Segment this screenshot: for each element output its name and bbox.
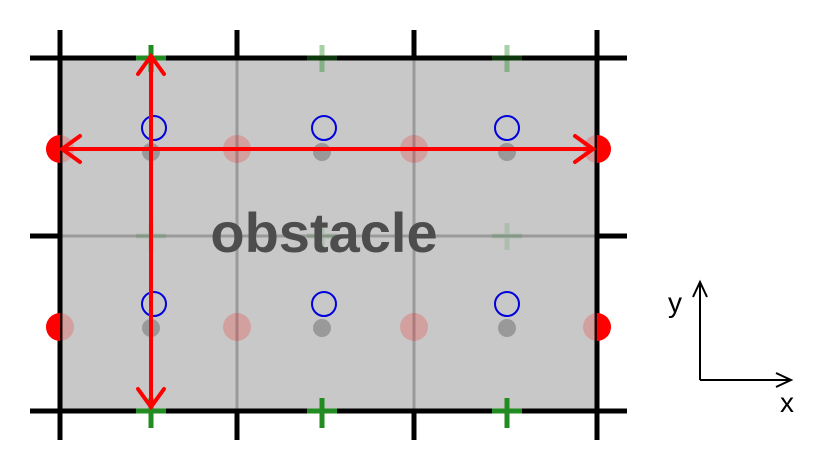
plus-marker-icon [492,223,522,250]
plus-marker-icon [307,45,337,72]
arrow-icon [58,134,597,164]
plus-marker-icon [492,45,522,72]
circle-marker-icon [141,115,167,141]
extent-arrows [58,52,597,411]
cell-center-markers [141,115,520,317]
x-arrowhead-icon [775,372,794,388]
plus-marker-icon [492,398,522,428]
circle-marker-icon [494,115,520,141]
dot-marker-icon [400,313,428,341]
circle-marker-icon [141,291,167,317]
circle-marker-icon [311,291,337,317]
arrow-icon [136,52,166,411]
dot-marker-icon [583,313,611,341]
dot-marker-icon [313,143,331,161]
circle-marker-icon [494,291,520,317]
outer-grid [30,30,627,440]
coordinate-axes [692,279,794,388]
dot-marker-icon [46,313,74,341]
y-arrowhead-icon [692,279,708,298]
dot-marker-icon [223,313,251,341]
dot-marker-icon [498,143,516,161]
dot-marker-icon [313,319,331,337]
dot-marker-icon [498,319,516,337]
circle-marker-icon [311,115,337,141]
x-axis-label: x [780,387,794,418]
plus-marker-icon [307,223,337,250]
y-axis-label: y [668,287,682,318]
dot-marker-icon [583,135,611,163]
plus-marker-icon [307,398,337,428]
velocity-points-boundary [46,135,611,341]
obstacle-label: obstacle [210,201,437,264]
